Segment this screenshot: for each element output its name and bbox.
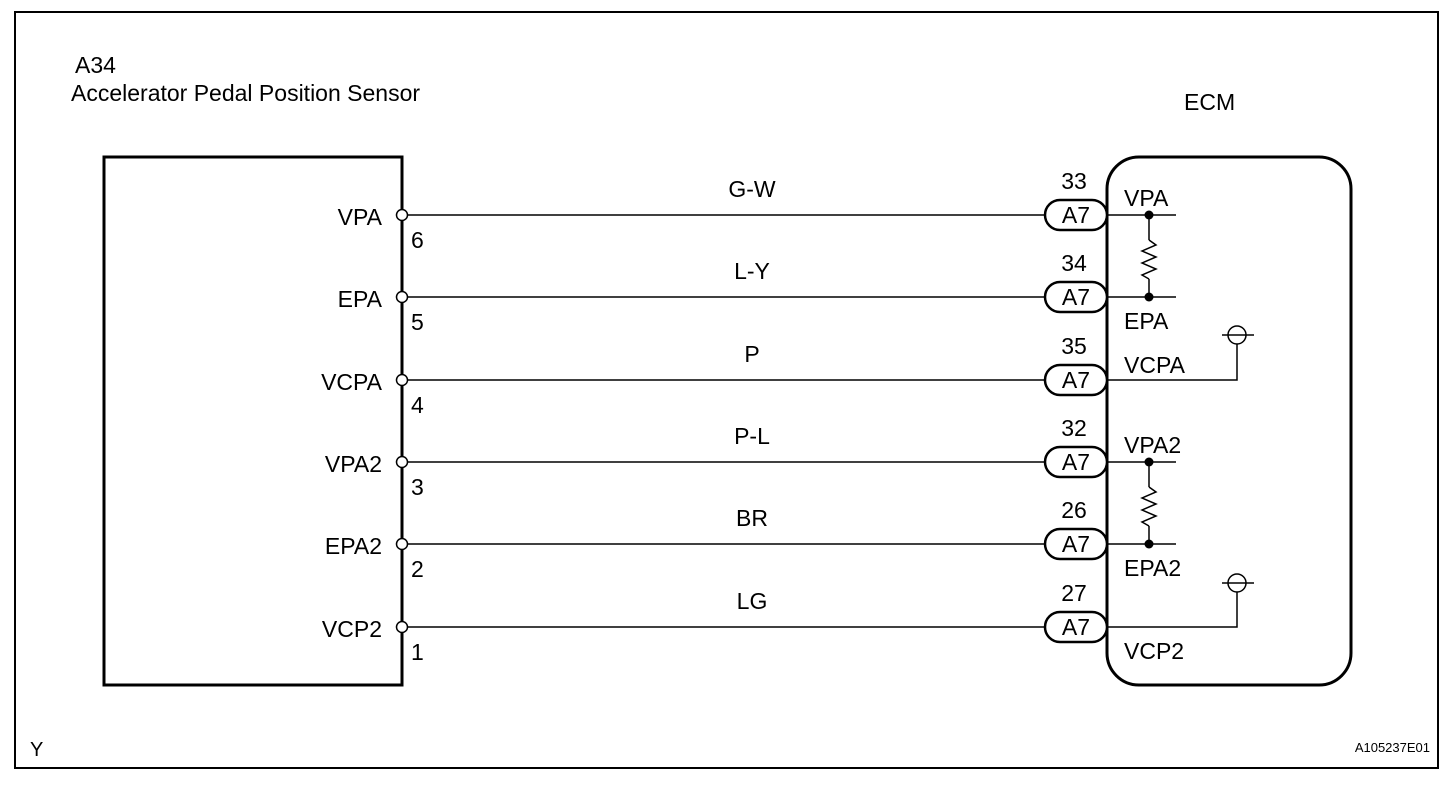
wire-color-label: L-Y bbox=[734, 258, 770, 284]
resistor-vpa2-epa2 bbox=[1140, 462, 1158, 544]
junction-dot bbox=[1144, 292, 1154, 302]
ecm-pin-label: VPA bbox=[1124, 185, 1169, 211]
ecm-pin-label: EPA bbox=[1124, 308, 1169, 334]
connector-code: A7 bbox=[1062, 367, 1090, 393]
sensor-pin-label: EPA2 bbox=[325, 533, 382, 559]
connector-code: A7 bbox=[1062, 202, 1090, 228]
sensor-terminal bbox=[395, 290, 409, 304]
resistor-vpa-epa bbox=[1140, 215, 1158, 297]
wire-color-label: P bbox=[744, 341, 759, 367]
sensor-pin-label: VCP2 bbox=[322, 616, 382, 642]
connector-code: A7 bbox=[1062, 284, 1090, 310]
sensor-pin-label: VPA bbox=[338, 204, 383, 230]
ecm-pin-number: 34 bbox=[1061, 250, 1087, 276]
ecm-pin-label: VCPA bbox=[1124, 352, 1186, 378]
connector-pill bbox=[1043, 198, 1109, 232]
wire-color-label: LG bbox=[737, 588, 768, 614]
wire-color-label: G-W bbox=[728, 176, 776, 202]
sensor-terminal bbox=[395, 537, 409, 551]
sensor-pin-number: 5 bbox=[411, 309, 424, 335]
connector-code: A7 bbox=[1062, 614, 1090, 640]
sensor-pin-number: 2 bbox=[411, 556, 424, 582]
corner-mark: Y bbox=[30, 739, 43, 761]
sensor-terminal bbox=[395, 208, 409, 222]
sensor-terminal bbox=[395, 455, 409, 469]
sensor-pin-number: 1 bbox=[411, 639, 424, 665]
sensor-pin-label: EPA bbox=[338, 286, 383, 312]
connector-pill bbox=[1043, 527, 1109, 561]
sensor-pin-number: 3 bbox=[411, 474, 424, 500]
sensor-pin-number: 6 bbox=[411, 227, 424, 253]
connector-code: A7 bbox=[1062, 449, 1090, 475]
junction-dot bbox=[1144, 539, 1154, 549]
ecm-title: ECM bbox=[1184, 89, 1235, 115]
ecm-pin-number: 32 bbox=[1061, 415, 1087, 441]
wire-color-label: P-L bbox=[734, 423, 770, 449]
ecm-pin-number: 35 bbox=[1061, 333, 1087, 359]
ecm-pin-number: 27 bbox=[1061, 580, 1087, 606]
ecm-pin-label: EPA2 bbox=[1124, 555, 1181, 581]
sensor-terminal bbox=[395, 620, 409, 634]
sensor-code: A34 bbox=[75, 52, 116, 78]
sensor-pin-number: 4 bbox=[411, 392, 424, 418]
connector-pill bbox=[1043, 363, 1109, 397]
wire-color-label: BR bbox=[736, 505, 768, 531]
ecm-pin-label: VPA2 bbox=[1124, 432, 1181, 458]
diagram-frame bbox=[14, 11, 1439, 769]
connector-pill bbox=[1043, 280, 1109, 314]
sensor-box bbox=[102, 155, 404, 687]
ecm-pin-number: 26 bbox=[1061, 497, 1087, 523]
figure-id: A105237E01 bbox=[1355, 740, 1430, 755]
ecm-box bbox=[1105, 155, 1353, 687]
junction-dot bbox=[1144, 210, 1154, 220]
ecm-pin-number: 33 bbox=[1061, 168, 1087, 194]
connector-code: A7 bbox=[1062, 531, 1090, 557]
junction-dot bbox=[1144, 457, 1154, 467]
ecm-pin-label: VCP2 bbox=[1124, 638, 1184, 664]
connector-pill bbox=[1043, 610, 1109, 644]
power-source-vcp2-symbol bbox=[1107, 573, 1254, 628]
connector-pill bbox=[1043, 445, 1109, 479]
sensor-pin-label: VPA2 bbox=[325, 451, 382, 477]
sensor-name: Accelerator Pedal Position Sensor bbox=[71, 80, 420, 106]
sensor-pin-label: VCPA bbox=[321, 369, 383, 395]
sensor-terminal bbox=[395, 373, 409, 387]
power-source-vcpa-symbol bbox=[1107, 325, 1254, 381]
